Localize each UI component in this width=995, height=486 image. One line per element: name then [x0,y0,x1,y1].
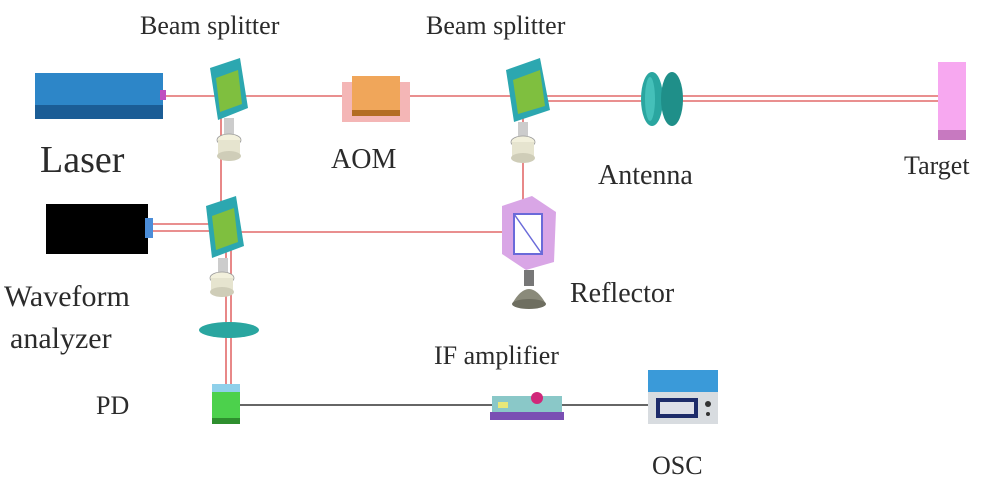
if-amplifier-device [490,392,564,420]
beam-splitter-1 [210,58,248,161]
osc-label: OSC [652,451,703,480]
beam-splitter-3 [206,196,244,297]
aom-label: AOM [331,144,396,175]
osc-device [648,370,718,424]
reflector-device [502,196,556,309]
antenna-label: Antenna [598,160,693,191]
waveform-analyzer-label-line1: Waveform [4,280,130,313]
antenna-device [641,72,683,126]
if-amplifier-label: IF amplifier [434,341,559,370]
laser-device [35,73,166,119]
beam-splitter-2-label: Beam splitter [426,11,566,40]
pd-label: PD [96,391,129,420]
laser-label: Laser [40,139,125,181]
reflector-label: Reflector [570,278,675,309]
target-label: Target [904,151,970,180]
waveform-analyzer-device [46,204,153,254]
aom-device [342,76,410,122]
beam-splitter-1-label: Beam splitter [140,11,280,40]
target-device [938,62,966,140]
waveform-analyzer-label-line2: analyzer [10,322,112,355]
beam-splitter-2 [506,58,550,163]
labels: Beam splitter Beam splitter Laser AOM An… [4,11,970,480]
focusing-lens [199,322,259,338]
pd-device [212,384,240,424]
